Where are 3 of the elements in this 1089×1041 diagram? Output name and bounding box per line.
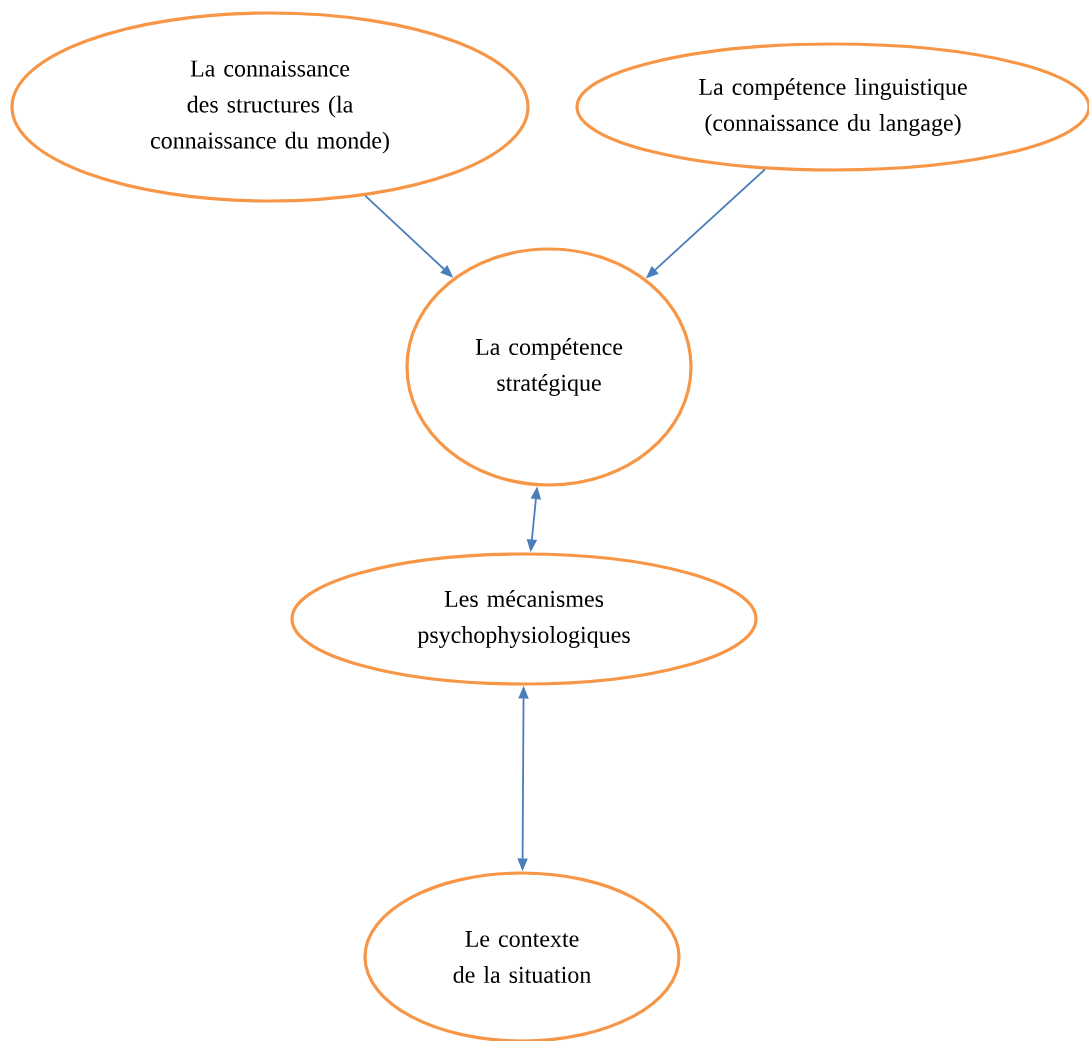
ellipse-node: La connaissance des structures (la connaissance du monde) — [10, 11, 530, 203]
ellipse-node: La compétence stratégique — [405, 247, 693, 487]
ellipse-node: Les mécanismes psychophysiologiques — [290, 552, 758, 686]
